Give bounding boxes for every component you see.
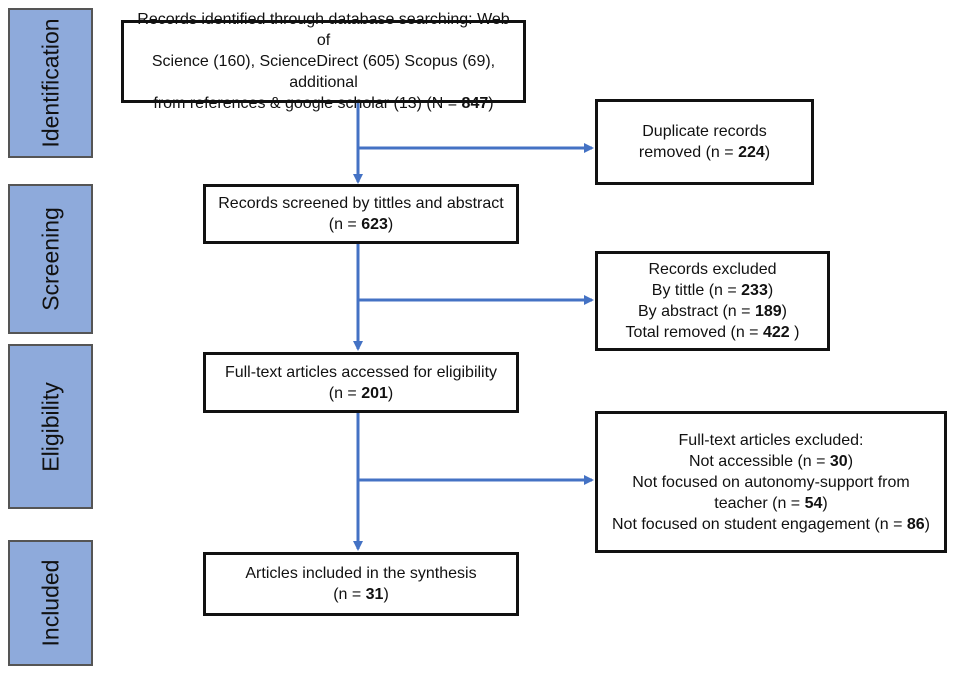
line-text: Records screened by tittles and abstract [218,195,504,212]
line-text: ) [781,303,787,320]
box-text-line: Science (160), ScienceDirect (605) Scopu… [130,51,517,93]
box-records-screened: Records screened by tittles and abstract… [203,184,519,244]
box-text-line: By tittle (n = 233) [626,280,800,301]
line-text: ) [764,144,771,161]
stage-included: Included [8,540,93,666]
line-text: ) [387,216,394,233]
box-fulltext-assessed: Full-text articles accessed for eligibil… [203,352,519,413]
box-text-line: Duplicate records [639,121,770,142]
count-value: 201 [361,384,388,402]
box-text-line: (n = 201) [225,383,497,404]
count-value: 30 [829,452,848,470]
line-text: Not accessible (n = [688,452,830,470]
line-text: ) [789,324,800,341]
box-text-line: teacher (n = 54) [612,493,930,514]
line-text: By abstract (n = [638,303,755,320]
box-text-line: Not accessible (n = 30) [612,451,930,472]
count-value: 54 [804,494,823,512]
line-text: ) [383,586,389,603]
stage-identification: Identification [8,8,93,158]
line-text: ) [488,95,494,112]
line-text: ) [847,452,854,470]
count-value: 86 [906,515,925,533]
line-text: Articles included in the synthesis [245,565,477,582]
line-text: (n = [333,586,366,603]
count-value: 233 [741,282,768,299]
line-text: ) [387,384,394,402]
line-text: Records excluded [648,261,777,278]
line-text: teacher (n = [714,494,805,512]
box-records-identified: Records identified through database sear… [121,11,526,112]
count-value: 224 [738,144,765,161]
line-text: ) [822,494,828,512]
line-text: removed (n = [638,144,739,161]
line-text: Total removed (n = [625,324,763,341]
box-text-line: By abstract (n = 189) [626,301,800,322]
line-text: ) [767,282,774,299]
count-value: 422 [762,324,790,341]
box-text-line: Not focused on autonomy-support from [612,472,930,493]
box-text-line: (n = 623) [218,214,503,235]
box-text-line: Full-text articles accessed for eligibil… [225,362,497,383]
box-text-line: Not focused on student engagement (n = 8… [612,514,930,535]
stage-screening: Screening [8,184,93,334]
line-text: By tittle (n = [651,282,742,299]
box-text-line: Records screened by tittles and abstract [218,193,503,214]
box-text-line: Records identified through database sear… [130,9,517,51]
line-text: Full-text articles accessed for eligibil… [224,363,498,381]
line-text: (n = [328,216,362,233]
line-text: Full-text articles excluded: [678,431,864,449]
count-value: 189 [754,303,782,320]
box-text-line: removed (n = 224) [639,142,770,163]
line-text: Not focused on autonomy-support from [632,473,910,491]
stage-eligibility: Eligibility [8,344,93,509]
count-value: 31 [365,586,384,603]
box-text-line: from references & google scholar (13) (N… [130,93,517,114]
box-articles-included: Articles included in the synthesis (n = 3… [203,552,519,616]
box-text-line: Articles included in the synthesis [245,563,476,584]
box-text-line: Total removed (n = 422 ) [626,322,800,343]
line-text: Records identified through database sear… [137,11,510,49]
box-text-line: Full-text articles excluded: [612,430,930,451]
line-text: Science (160), ScienceDirect (605) Scopu… [151,53,496,91]
box-fulltext-excluded: Full-text articles excluded: Not accessib… [595,411,947,553]
box-duplicates-removed: Duplicate records removed (n = 224) [595,99,814,185]
line-text: (n = [328,384,362,402]
line-text: Duplicate records [642,123,767,140]
count-value: 623 [361,216,388,233]
box-text-line: (n = 31) [245,584,476,605]
line-text: ) [924,515,930,533]
count-value: 847 [461,95,489,112]
box-text-line: Records excluded [626,259,800,280]
line-text: from references & google scholar (13) (N… [153,95,462,112]
line-text: Not focused on student engagement (n = [612,515,907,533]
